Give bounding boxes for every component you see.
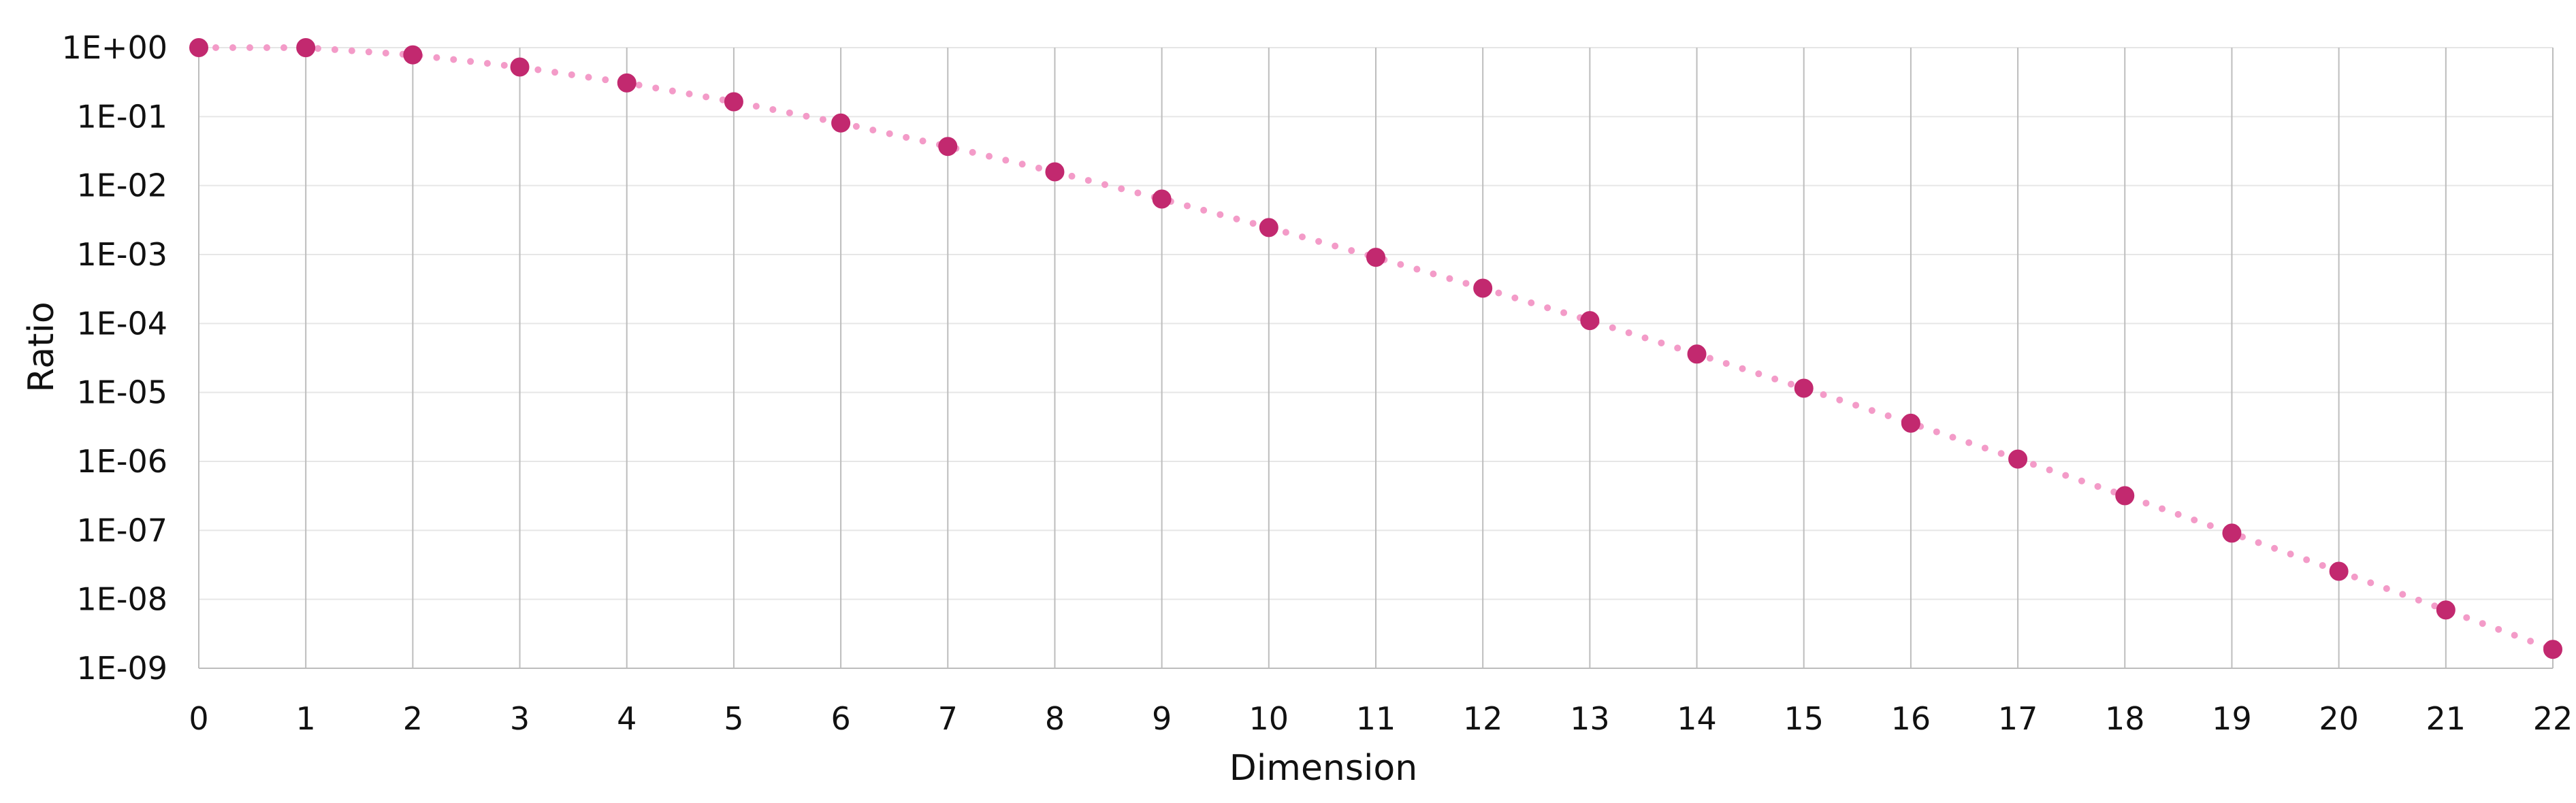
series-line	[195, 44, 2556, 653]
x-tick-label: 4	[617, 700, 637, 737]
x-tick-label: 6	[831, 700, 850, 737]
x-tick-label: 10	[1249, 700, 1289, 737]
data-point	[2008, 449, 2028, 469]
x-tick-label: 9	[1152, 700, 1172, 737]
data-point	[1580, 311, 1600, 331]
data-point	[938, 137, 958, 157]
x-tick-label: 11	[1356, 700, 1396, 737]
x-tick-label: 17	[1998, 700, 2038, 737]
y-tick-label: 1E-05	[77, 374, 167, 411]
y-tick-label: 1E-08	[77, 581, 167, 618]
grid	[198, 47, 2554, 669]
x-tick-label: 12	[1463, 700, 1503, 737]
data-point	[189, 38, 208, 57]
x-tick-label: 20	[2319, 700, 2359, 737]
data-point	[1687, 344, 1707, 364]
series-dotted-line	[195, 44, 2556, 653]
y-tick-label: 1E-01	[77, 98, 167, 135]
x-tick-label: 0	[189, 700, 208, 737]
y-tick-label: 1E-06	[77, 443, 167, 480]
x-tick-label: 18	[2105, 700, 2145, 737]
y-axis-title: Ratio	[21, 301, 62, 393]
x-tick-label: 19	[2212, 700, 2252, 737]
data-point	[1259, 218, 1278, 237]
y-tick-label: 1E-09	[77, 650, 167, 687]
y-axis-ticks: 1E+00 1E-01 1E-02 1E-03 1E-04 1E-05 1E-06 1E-07…	[62, 29, 167, 687]
y-tick-label: 1E-07	[77, 512, 167, 548]
x-tick-label: 3	[510, 700, 530, 737]
data-point	[617, 73, 637, 93]
y-tick-label: 1E-02	[77, 167, 167, 204]
data-point	[831, 113, 851, 133]
x-axis-title: Dimension	[1229, 748, 1417, 789]
data-point	[2222, 523, 2242, 543]
data-point	[296, 38, 316, 58]
data-point	[2436, 600, 2456, 620]
data-point	[1366, 248, 1385, 267]
x-tick-label: 8	[1045, 700, 1065, 737]
data-point	[724, 92, 743, 112]
x-tick-label: 7	[938, 700, 958, 737]
data-point	[1794, 378, 1814, 398]
x-tick-label: 21	[2426, 700, 2466, 737]
x-tick-label: 5	[724, 700, 743, 737]
x-tick-label: 13	[1570, 700, 1610, 737]
x-tick-label: 22	[2533, 700, 2573, 737]
x-tick-label: 2	[403, 700, 423, 737]
x-tick-label: 14	[1677, 700, 1717, 737]
data-point	[1152, 189, 1172, 209]
x-tick-label: 16	[1891, 700, 1931, 737]
x-tick-label: 15	[1784, 700, 1824, 737]
data-point	[2543, 640, 2562, 659]
data-point	[403, 45, 423, 65]
data-points	[189, 38, 2562, 659]
data-point	[1045, 162, 1065, 182]
data-point	[1901, 413, 1920, 433]
data-point	[510, 57, 530, 77]
y-tick-label: 1E-03	[77, 236, 167, 273]
data-point	[1473, 278, 1493, 298]
y-tick-label: 1E-04	[77, 305, 167, 342]
x-tick-label: 1	[296, 700, 316, 737]
y-tick-label: 1E+00	[62, 29, 167, 66]
data-point	[2329, 561, 2349, 581]
data-point	[2115, 486, 2135, 506]
